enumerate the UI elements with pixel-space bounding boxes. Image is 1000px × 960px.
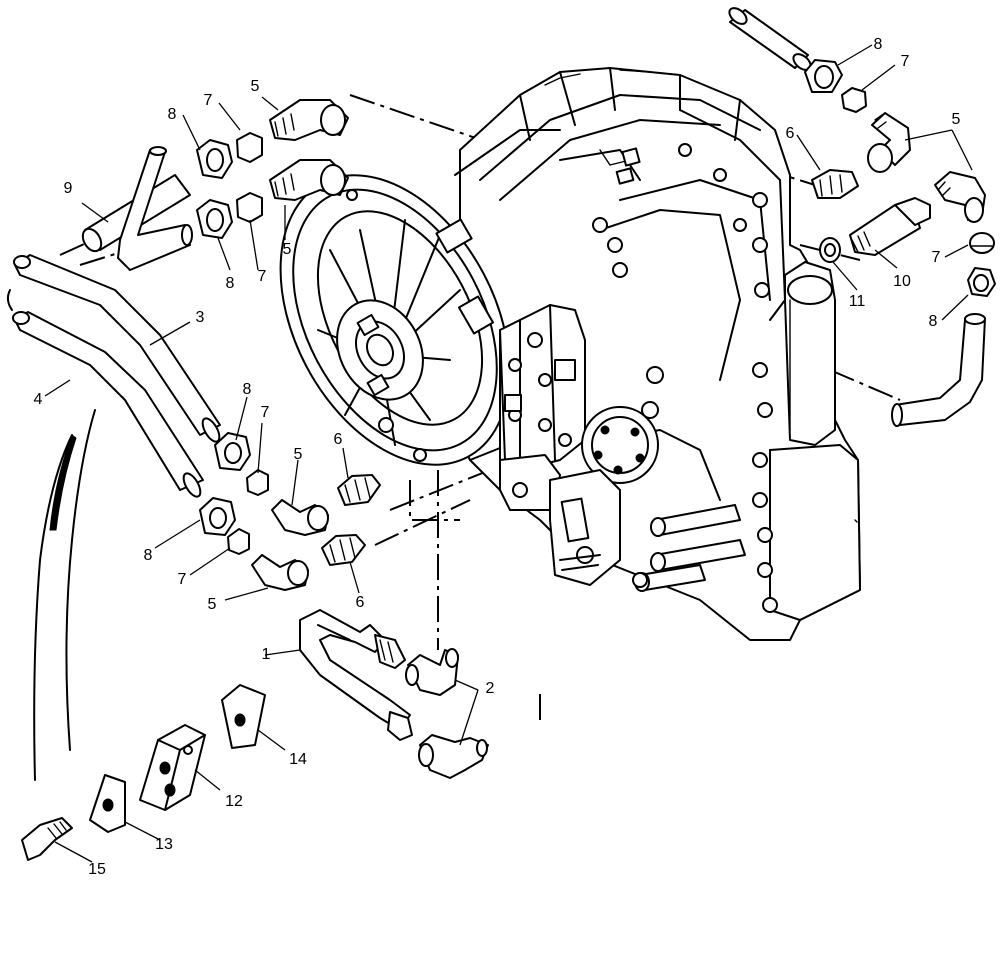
callout-8-mid: 8 [243,381,252,398]
hose-4 [12,311,204,498]
callout-6-low: 6 [356,594,365,611]
callout-14: 14 [289,751,307,768]
elbow-5-upper [269,99,349,141]
callout-11: 11 [849,293,866,310]
callout-5-top: 5 [251,78,260,95]
nut-8-lower-left [196,199,233,239]
adapter-10 [849,197,931,256]
elbow-5-mid-lower [251,554,309,591]
callout-6-mid: 6 [334,431,343,448]
hose-right-bend [891,313,986,427]
nut-8-right [967,267,996,297]
elbow-5-top-right [867,112,911,173]
callout-7-top: 7 [204,92,213,109]
housing-bolts [592,143,778,613]
callout-6-right: 6 [786,125,795,142]
hose-1 [299,609,413,741]
callout-5-mid: 5 [294,446,303,463]
bell-housing [279,129,561,466]
sleeve-7-mid [246,469,269,496]
sleeve-7-right [969,232,995,254]
callout-5-left: 5 [283,241,292,258]
continuation-lines [33,409,96,781]
nut-8-top-right [804,59,843,93]
elbow-5-right [934,171,986,223]
callout-8-top: 8 [168,106,177,123]
fitting-6-top-right [811,169,859,199]
callout-1: 1 [262,646,271,663]
callout-7-right: 7 [932,249,941,266]
hose-3 [13,254,221,443]
block-12 [139,724,206,811]
callout-7-left: 7 [258,268,267,285]
nut-8-upper [196,139,233,179]
callout-8-low: 8 [144,547,153,564]
sleeve-7-top-right [841,87,867,113]
callout-2: 2 [486,680,495,697]
callout-5-low: 5 [208,596,217,613]
nut-8-mid [214,432,251,471]
callout-13: 13 [155,836,173,853]
elbow-2-upper [405,648,459,696]
callout-labels: 1 2 3 4 5 5 5 5 5 6 6 6 7 7 7 7 7 7 8 8 … [34,36,961,878]
callout-3: 3 [196,309,205,326]
leader-lines [44,44,973,863]
sleeve-7-mid-lower [227,528,250,555]
callout-8-topright: 8 [874,36,883,53]
callout-7-topright: 7 [901,53,910,70]
washer-11 [819,237,841,263]
nut-8-mid-lower [199,497,236,536]
callout-5-right: 5 [952,111,961,128]
fitting-6-mid [337,474,381,506]
callout-7-low: 7 [178,571,187,588]
hose-9 [81,146,193,271]
callout-8-left: 8 [226,275,235,292]
sleeve-7-lower-left [236,192,263,223]
fitting-6-mid-lower [321,534,366,566]
callout-9: 9 [64,180,73,197]
elbow-5-lower [269,159,349,201]
callout-4: 4 [34,391,43,408]
callout-8-right: 8 [929,313,938,330]
bolt-15 [21,817,73,861]
elbow-2-lower [418,734,489,779]
callout-12: 12 [225,793,243,810]
control-valve-block [499,304,659,588]
hose-3-4-break [6,289,13,311]
elbow-5-mid [271,499,329,536]
plate-13 [89,774,126,833]
top-right-hose [728,7,812,71]
callout-7-mid: 7 [261,404,270,421]
sleeve-7-upper-left [236,132,263,163]
callout-10: 10 [893,273,911,290]
plate-14 [221,684,266,749]
callout-15: 15 [88,861,106,878]
